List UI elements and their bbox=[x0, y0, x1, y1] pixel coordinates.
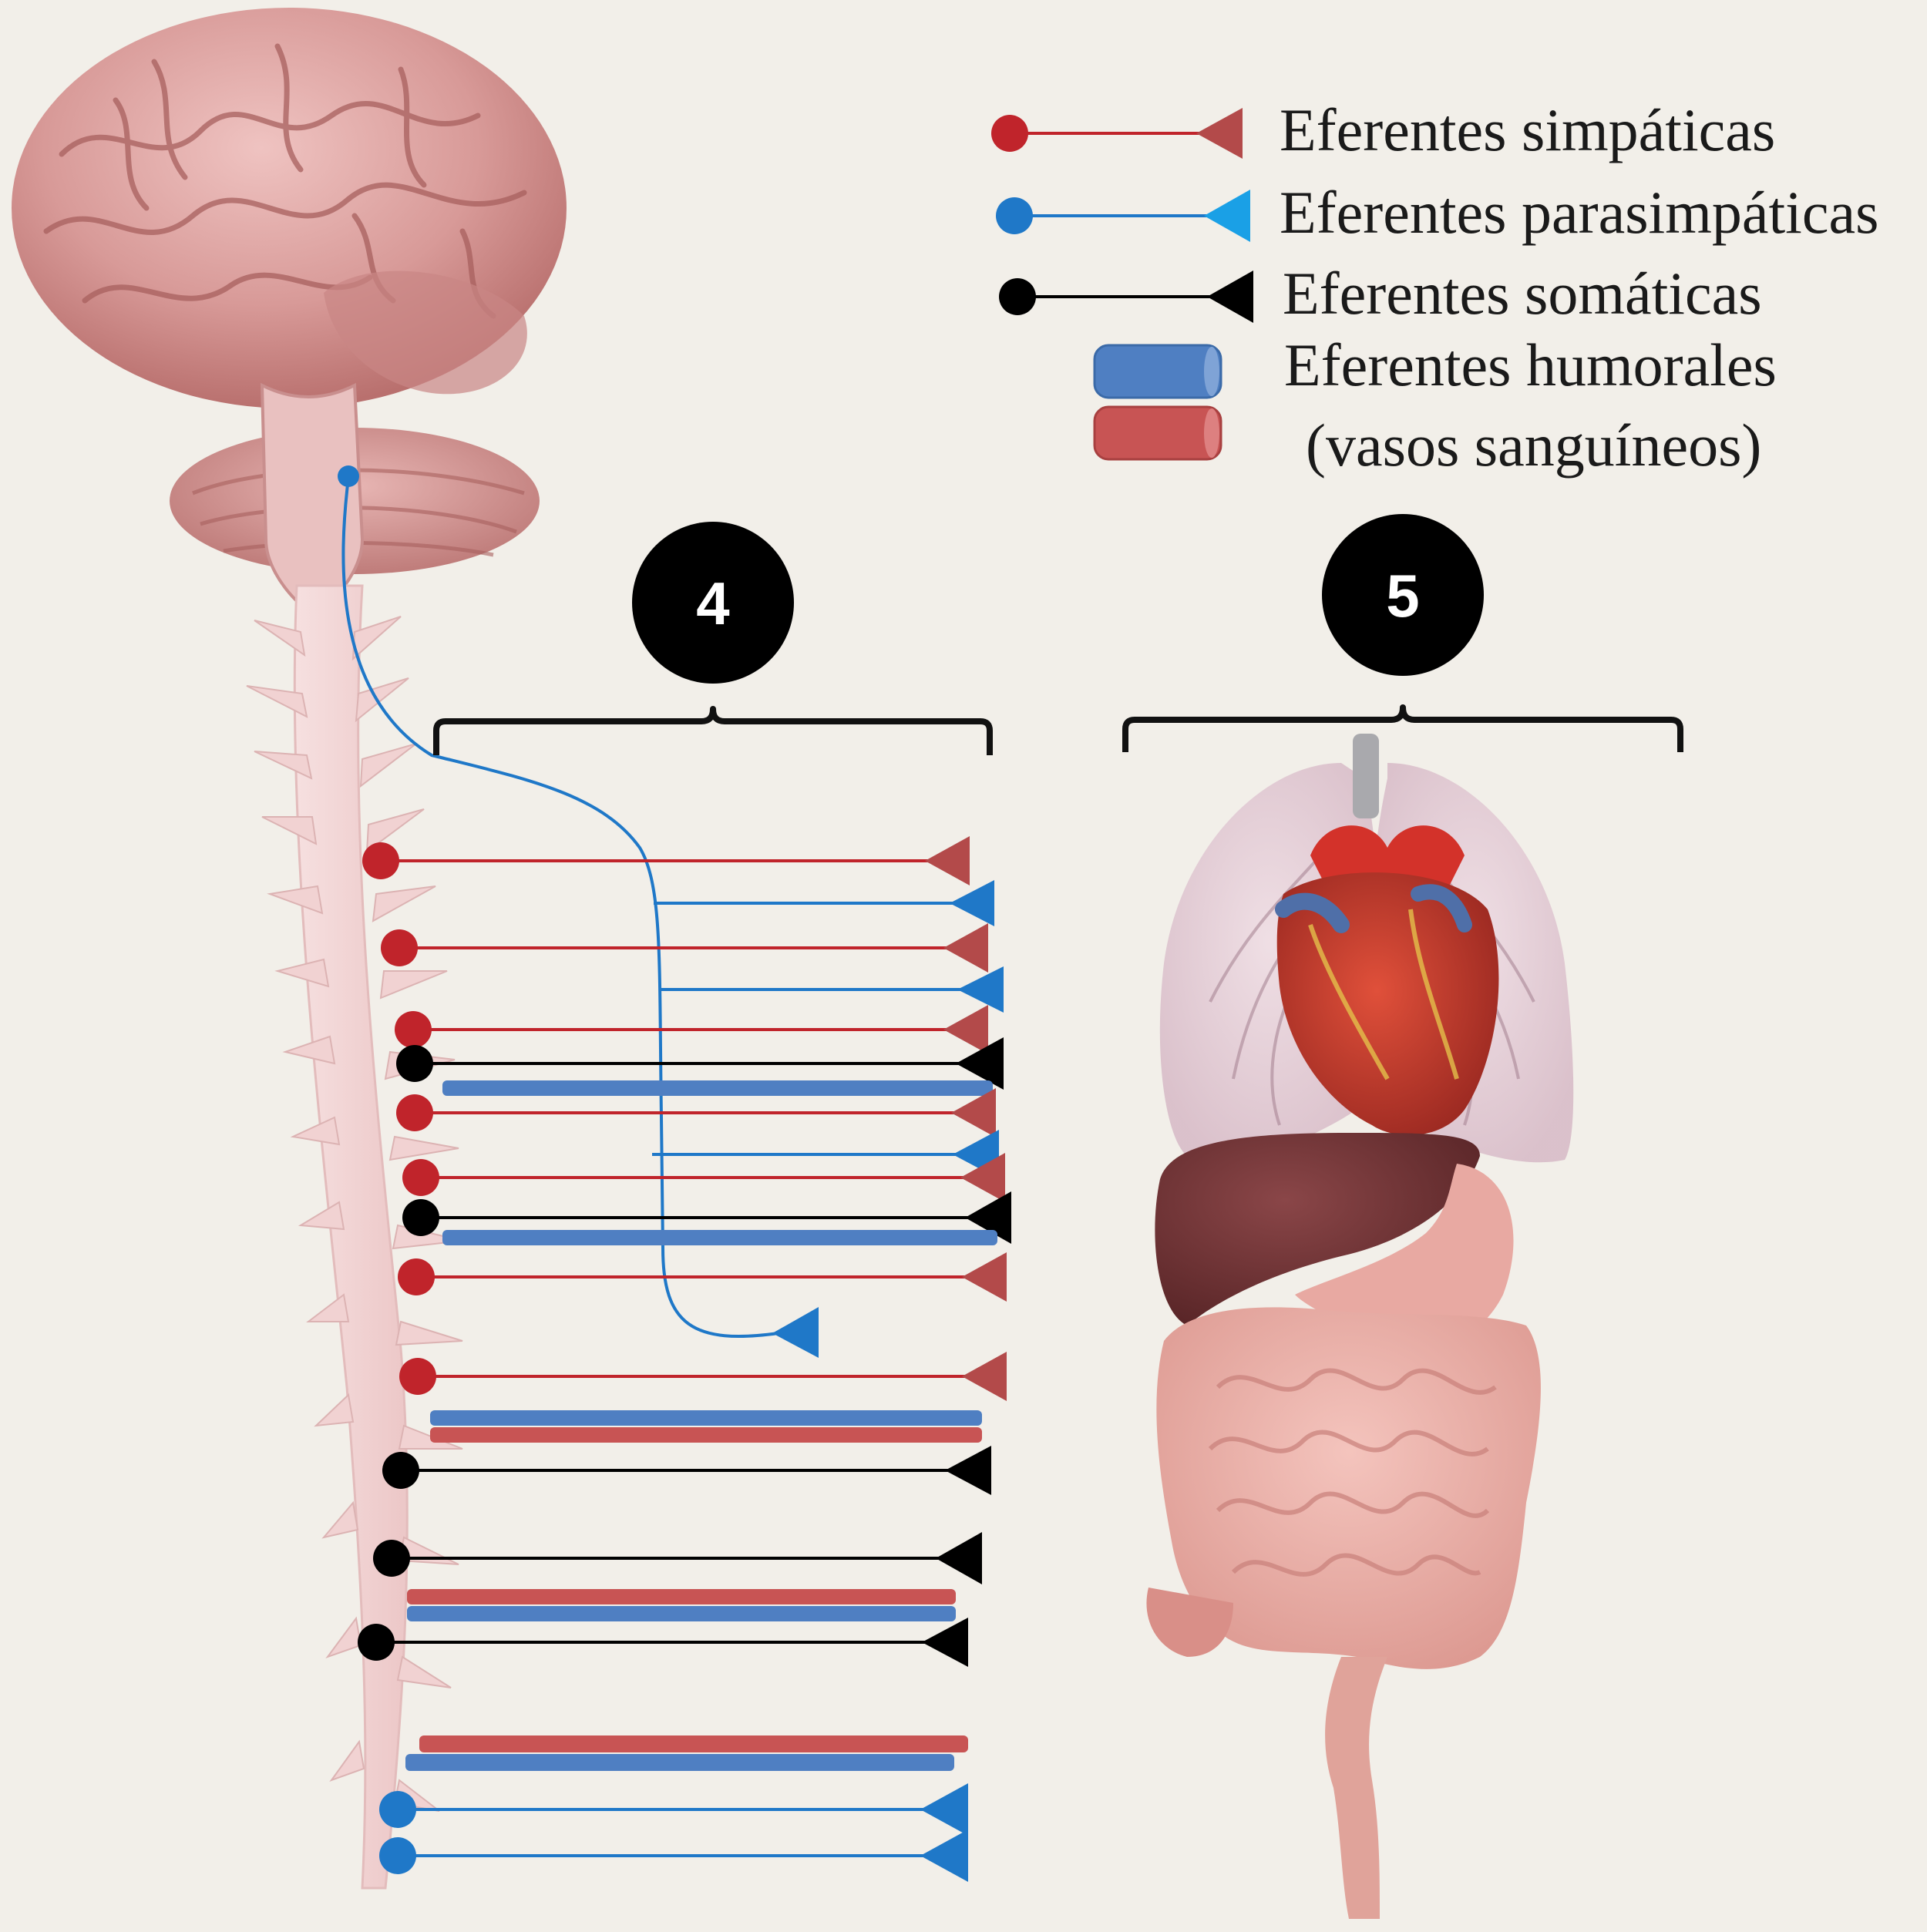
stomach bbox=[1295, 1164, 1514, 1347]
somatic-efferent bbox=[382, 1446, 991, 1495]
legend: Eferentes simpáticas Eferentes parasimpá… bbox=[991, 96, 1878, 479]
vagus-nerve-line bbox=[341, 477, 779, 1339]
somatic-efferent bbox=[373, 1532, 982, 1584]
somatic-efferent bbox=[358, 1618, 968, 1667]
legend-humoral: Eferentes humorales (vasos sanguíneos) bbox=[1093, 331, 1777, 479]
badge-4-label: 4 bbox=[696, 570, 729, 637]
legend-sympathetic: Eferentes simpáticas bbox=[991, 96, 1775, 163]
sympathetic-efferent bbox=[402, 1153, 1005, 1202]
group-5-brace bbox=[1122, 704, 1683, 752]
legend-parasympathetic-dot bbox=[996, 197, 1033, 234]
badge-5-label: 5 bbox=[1386, 562, 1419, 630]
intestines bbox=[1146, 1307, 1541, 1919]
legend-parasympathetic-arrow bbox=[1204, 190, 1250, 242]
organs-illustration bbox=[1146, 734, 1574, 1919]
badge-4: 4 bbox=[632, 522, 794, 684]
brainstem bbox=[260, 382, 365, 603]
sympathetic-efferent bbox=[395, 1005, 988, 1054]
legend-vessel-blue bbox=[1093, 344, 1222, 399]
legend-somatic-dot bbox=[999, 278, 1036, 315]
humoral-vessel bbox=[405, 1735, 968, 1771]
sympathetic-efferent bbox=[362, 836, 970, 885]
parasympathetic-efferent bbox=[652, 1130, 999, 1179]
sympathetic-efferent bbox=[381, 923, 988, 973]
legend-humoral-sublabel: (vasos sanguíneos) bbox=[1306, 412, 1761, 479]
spinal-cord bbox=[293, 584, 409, 1890]
humoral-vessel bbox=[407, 1589, 956, 1621]
group-4-brace bbox=[433, 706, 993, 755]
humoral-vessel bbox=[442, 1080, 993, 1096]
badge-5: 5 bbox=[1322, 514, 1484, 676]
legend-sympathetic-arrow bbox=[1196, 108, 1243, 159]
legend-sympathetic-label: Eferentes simpáticas bbox=[1280, 96, 1775, 163]
legend-somatic: Eferentes somáticas bbox=[999, 260, 1762, 327]
legend-humoral-label: Eferentes humorales bbox=[1284, 331, 1777, 398]
efferent-lines bbox=[358, 836, 1011, 1882]
brain-folds bbox=[43, 43, 527, 319]
spinal-nerve-roots bbox=[246, 616, 463, 1812]
vagus-origin-dot bbox=[338, 465, 359, 487]
legend-somatic-arrow bbox=[1207, 270, 1253, 323]
legend-vessel-blue-end bbox=[1204, 347, 1219, 396]
legend-somatic-label: Eferentes somáticas bbox=[1283, 260, 1762, 327]
vagus-terminal-arrow bbox=[772, 1307, 819, 1358]
legend-vessel-red bbox=[1093, 405, 1222, 461]
vagus-nerve-path bbox=[338, 465, 819, 1358]
legend-parasympathetic-label: Eferentes parasimpáticas bbox=[1280, 179, 1878, 246]
humoral-vessel bbox=[442, 1230, 997, 1245]
sympathetic-efferent bbox=[399, 1352, 1007, 1401]
temporal-lobe bbox=[324, 270, 527, 395]
legend-parasympathetic: Eferentes parasimpáticas bbox=[996, 179, 1878, 246]
heart bbox=[1275, 825, 1499, 1136]
legend-sympathetic-dot bbox=[991, 115, 1028, 152]
brain-illustration bbox=[12, 8, 567, 603]
liver bbox=[1155, 1133, 1480, 1326]
somatic-efferent bbox=[396, 1037, 1004, 1090]
sympathetic-efferent bbox=[398, 1252, 1007, 1302]
parasympathetic-efferent bbox=[379, 1783, 968, 1836]
humoral-vessel bbox=[430, 1410, 982, 1443]
sympathetic-efferent bbox=[396, 1088, 996, 1137]
parasympathetic-efferent bbox=[379, 1830, 968, 1882]
legend-vessel-red-end bbox=[1204, 408, 1219, 458]
somatic-efferent bbox=[402, 1191, 1011, 1244]
parasympathetic-efferent bbox=[661, 966, 1004, 1013]
parasympathetic-efferent bbox=[654, 880, 994, 926]
spinal-cord-illustration bbox=[246, 584, 463, 1890]
